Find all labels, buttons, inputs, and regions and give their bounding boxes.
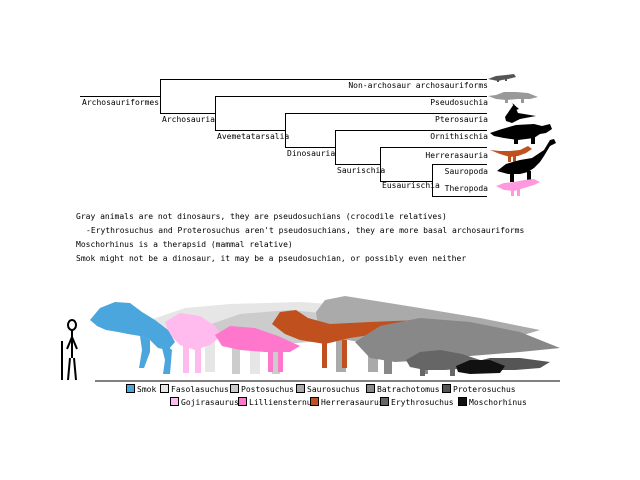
legend-item-fasolasuchus: Fasolasuchus — [160, 384, 229, 395]
tip-silhouettes — [488, 74, 556, 196]
human-scale-figure — [66, 319, 78, 381]
branch-dinosauria — [285, 130, 336, 148]
cladogram-lines — [80, 79, 487, 197]
legend-label: Proterosuchus — [453, 385, 516, 394]
legend-label: Herrerasaurus — [321, 398, 384, 407]
legend-swatch — [442, 384, 451, 393]
tip-label-non-archosaur: Non-archosaur archosauriforms — [348, 81, 488, 90]
pseudosuchian-icon — [488, 92, 538, 103]
legend-swatch — [366, 384, 375, 393]
legend-label: Lilliensternus — [249, 398, 317, 407]
legend-label: Smok — [137, 385, 157, 394]
sauropod-icon — [497, 139, 556, 182]
branch-ornithischia — [335, 130, 487, 148]
legend-swatch — [380, 397, 389, 406]
clade-label-saurischia: Saurischia — [337, 166, 386, 175]
legend-item-erythrosuchus: Erythrosuchus — [380, 397, 454, 408]
legend-item-moschorhinus: Moschorhinus — [458, 397, 527, 408]
clade-label-archosauriformes: Archosauriformes — [82, 98, 160, 107]
herrerasaurus-silhouette — [272, 310, 430, 368]
legend-label: Moschorhinus — [469, 398, 527, 407]
branch-theropoda — [432, 181, 487, 197]
theropod-icon — [496, 179, 540, 196]
size-comparison — [61, 296, 560, 382]
legend-item-saurosuchus: Saurosuchus — [296, 384, 360, 395]
legend-swatch — [230, 384, 239, 393]
moschorhinus-silhouette — [456, 360, 505, 374]
branch-saurischia — [335, 147, 381, 165]
legend-item-gojirasaurus: Gojirasaurus — [170, 397, 239, 408]
legend-item-herrerasaurus: Herrerasaurus — [310, 397, 384, 408]
herrerasaurus-icon — [490, 146, 532, 162]
legend-label: Postosuchus — [241, 385, 294, 394]
legend-label: Batrachotomus — [377, 385, 440, 394]
pterosaur-icon — [505, 103, 536, 123]
branch-non-archosaur — [80, 79, 487, 97]
legend-item-smok: Smok — [126, 384, 156, 395]
legend-label: Fasolasuchus — [171, 385, 229, 394]
legend-swatch — [310, 397, 319, 406]
note-smok: Smok might not be a dinosaur, it may be … — [76, 254, 467, 263]
smok-silhouette — [90, 302, 175, 374]
clade-label-archosauria: Archosauria — [162, 115, 215, 124]
tip-label-herrerasauria: Herrerasauria — [425, 151, 488, 160]
branch-avemetatarsalia — [215, 113, 286, 131]
branch-archosauria — [160, 96, 216, 114]
legend-item-proterosuchus: Proterosuchus — [442, 384, 516, 395]
legend-item-postosuchus: Postosuchus — [230, 384, 294, 395]
legend-swatch — [296, 384, 305, 393]
legend-label: Saurosuchus — [307, 385, 360, 394]
branch-sauropoda — [432, 164, 487, 182]
legend-item-batrachotomus: Batrachotomus — [366, 384, 440, 395]
legend-label: Gojirasaurus — [181, 398, 239, 407]
branch-herrerasauria — [380, 147, 487, 165]
branch-pterosauria — [285, 113, 487, 131]
note-gray-animals: Gray animals are not dinosaurs, they are… — [76, 212, 447, 221]
lilliensternus-silhouette — [215, 326, 300, 372]
gojirasaurus-silhouette — [165, 313, 222, 373]
tip-label-pterosauria: Pterosauria — [435, 115, 488, 124]
legend-swatch — [160, 384, 169, 393]
branch-pseudosuchia — [215, 96, 487, 114]
legend-swatch — [170, 397, 179, 406]
note-erythrosuchus: -Erythrosuchus and Proterosuchus aren't … — [86, 226, 525, 235]
clade-label-avemetatarsalia: Avemetatarsalia — [217, 132, 290, 141]
clade-label-eusaurischia: Eusaurischia — [382, 181, 440, 190]
tip-label-ornithischia: Ornithischia — [430, 132, 488, 141]
note-moschorhinus: Moschorhinus is a therapsid (mammal rela… — [76, 240, 293, 249]
tip-label-pseudosuchia: Pseudosuchia — [430, 98, 488, 107]
legend-item-lilliensternus: Lilliensternus — [238, 397, 316, 408]
legend-swatch — [458, 397, 467, 406]
proterosuchus-icon — [488, 74, 516, 82]
ornithischian-icon — [490, 124, 552, 144]
clade-label-dinosauria: Dinosauria — [287, 149, 336, 158]
legend-label: Erythrosuchus — [391, 398, 454, 407]
legend-swatch — [238, 397, 247, 406]
branch-eusaurischia — [380, 164, 433, 182]
legend-swatch — [126, 384, 135, 393]
tip-label-sauropoda: Sauropoda — [444, 167, 488, 176]
tip-label-theropoda: Theropoda — [444, 184, 488, 193]
